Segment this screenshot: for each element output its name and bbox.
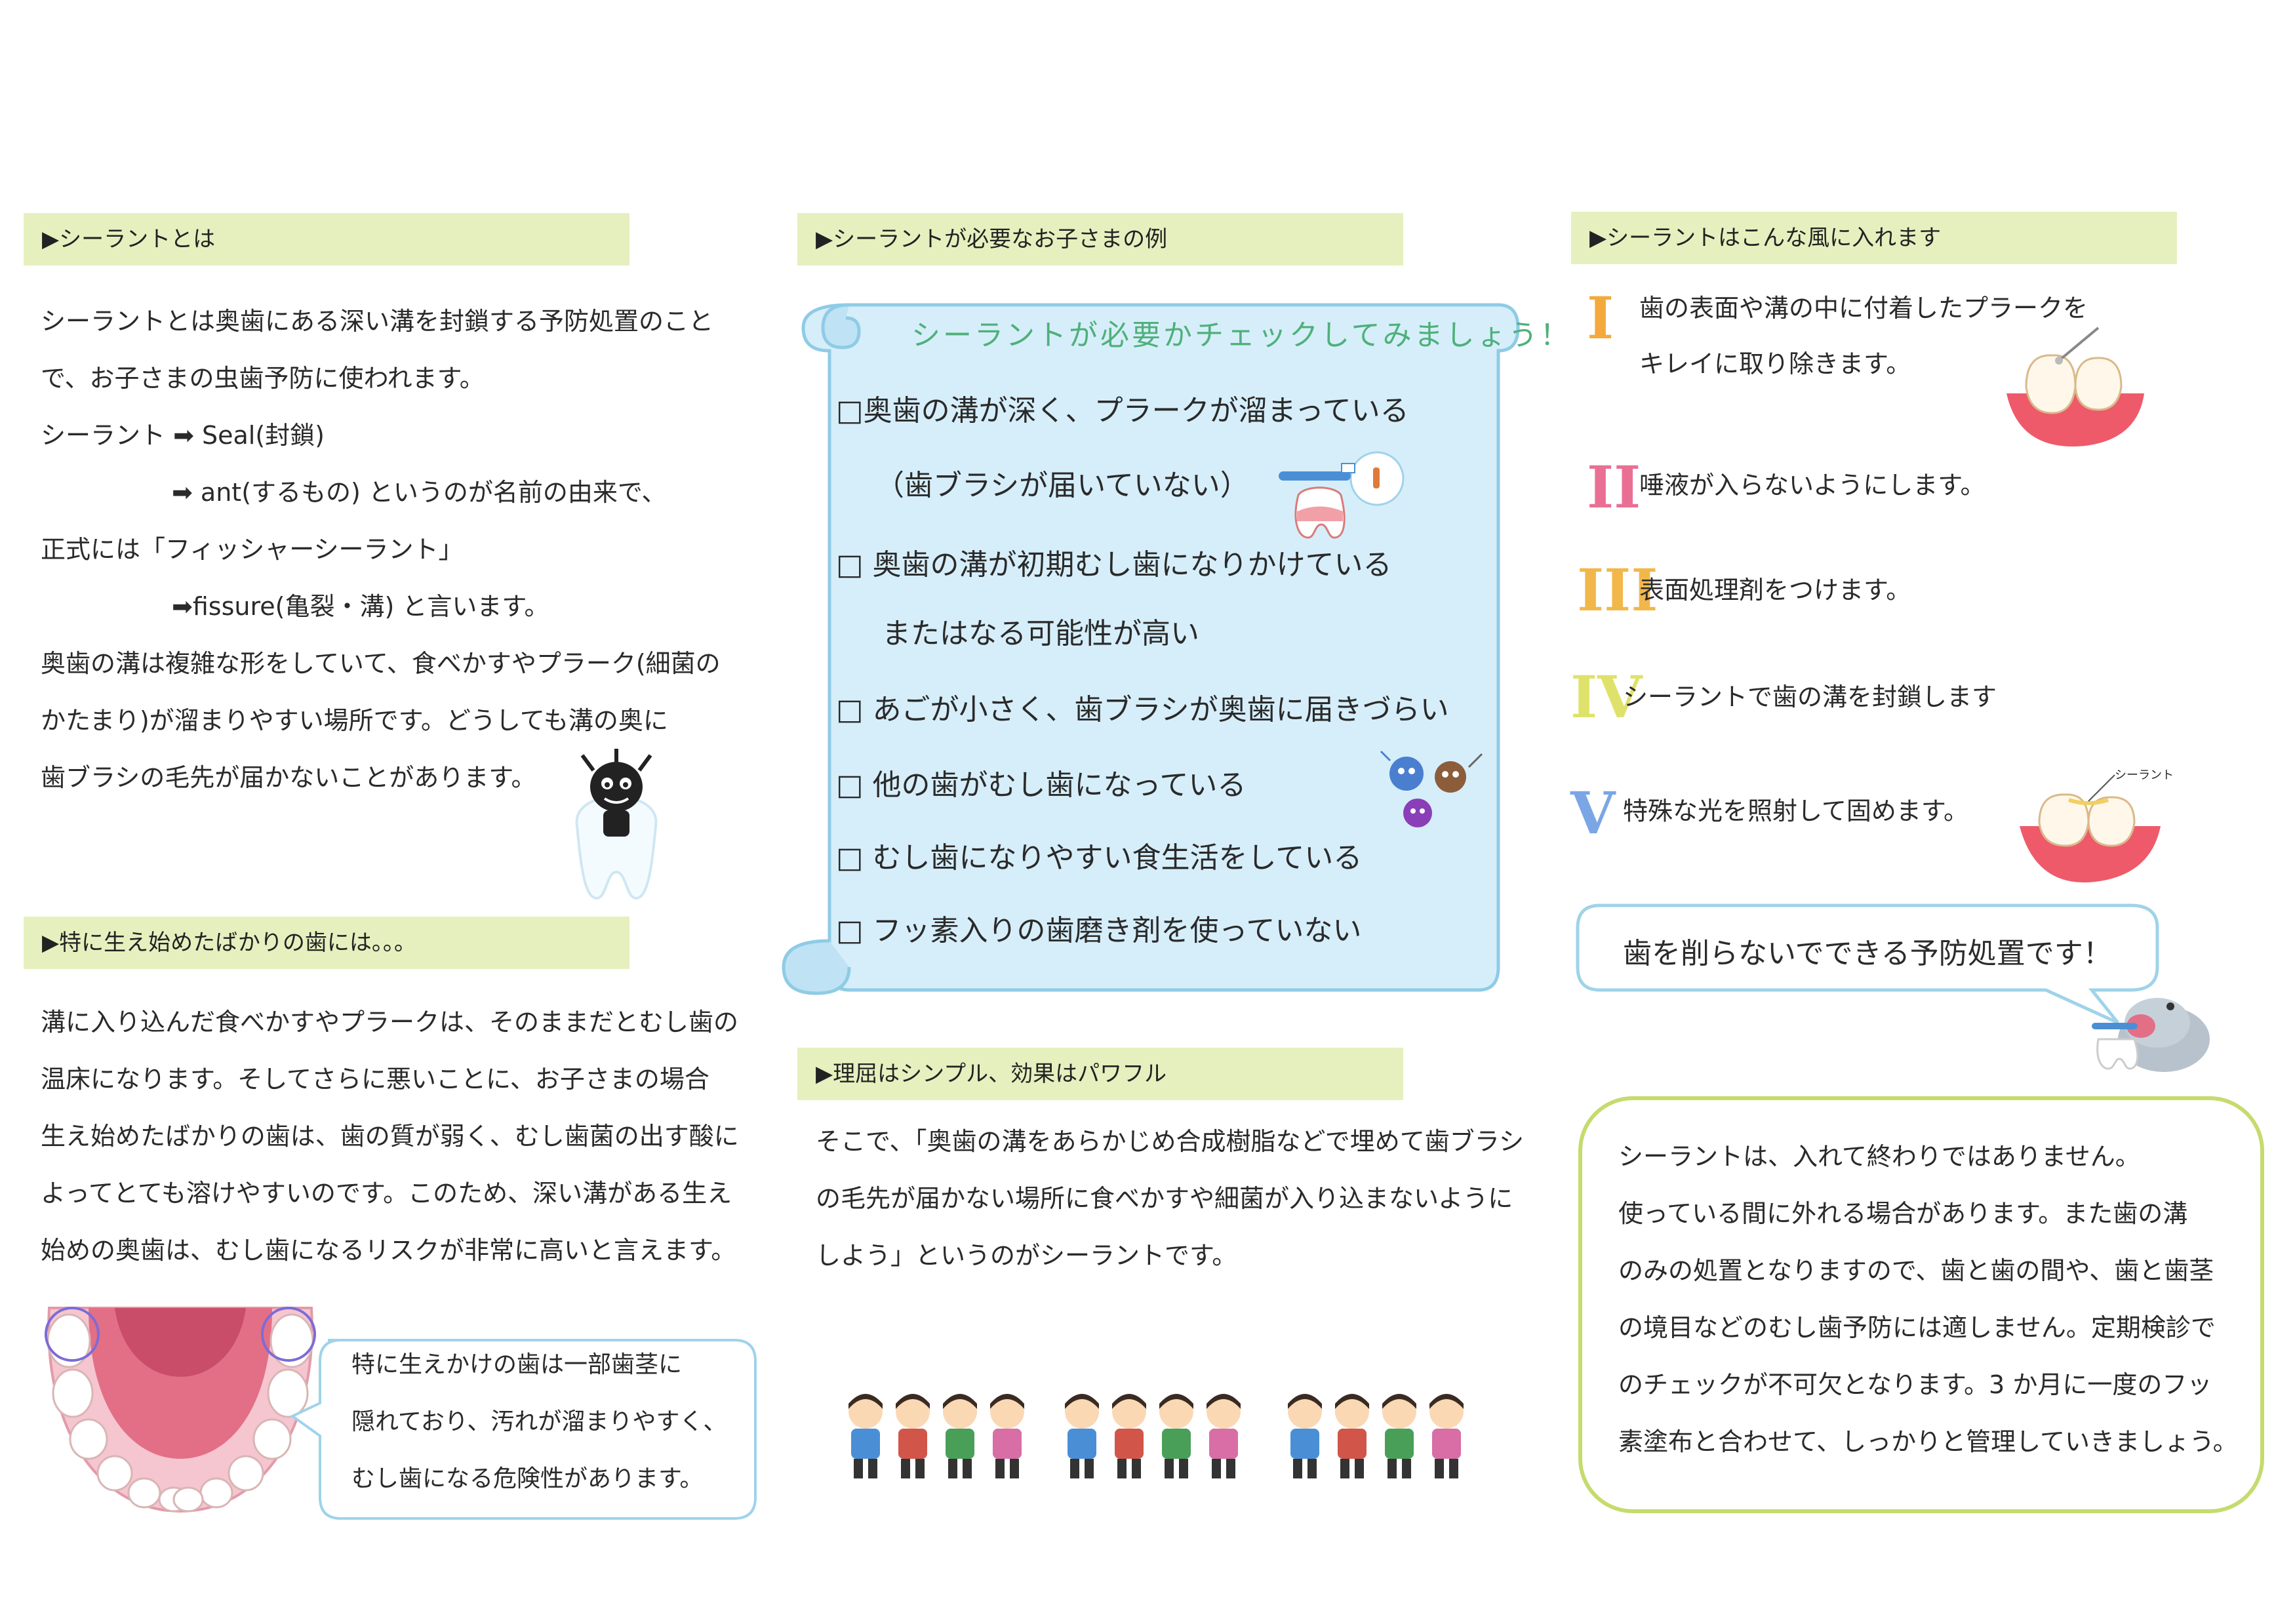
step-text: 特殊な光を照射して固めます。	[1623, 797, 1969, 825]
step-number: II	[1587, 453, 1641, 521]
step-text: 表面処理剤をつけます。	[1639, 576, 1911, 604]
text-line: 溝に入り込んだ食べかすやプラークは、そのままだとむし歯の	[41, 1008, 739, 1037]
check-item: □ あごが小さく、歯ブラシが奥歯に届きづらい	[836, 693, 1449, 726]
hippo-brushing-icon	[2092, 998, 2210, 1072]
section-title-what-is-sealant: ▶シーラントとは	[24, 213, 629, 266]
text-line: かたまり)が溜まりやすい場所です。どうしても溝の奥に	[41, 706, 668, 735]
text-line: 特に生えかけの歯は一部歯茎に	[351, 1351, 683, 1378]
check-item: □ フッ素入りの歯磨き剤を使っていない	[836, 914, 1362, 947]
step-text: キレイに取り除きます。	[1639, 349, 1911, 378]
text-line: の毛先が届かない場所に食べかすや細菌が入り込まないように	[816, 1184, 1513, 1213]
text-line: 正式には「フィッシャーシーラント」	[41, 535, 464, 564]
germ-on-tooth-icon	[575, 749, 658, 900]
sealant-label: シーラント	[2115, 768, 2174, 782]
text-line: 素塗布と合わせて、しっかりと管理していきましょう。	[1618, 1427, 2238, 1456]
check-item: □ むし歯になりやすい食生活をしている	[836, 841, 1363, 875]
text-line: そこで、「奥歯の溝をあらかじめ合成樹脂などで埋めて歯ブラシ	[816, 1127, 1524, 1156]
germs-icon	[1380, 750, 1483, 827]
check-item: □ 奥歯の溝が初期むし歯になりかけている	[836, 548, 1392, 582]
no-drilling-text: 歯を削らないでできる予防処置です！	[1623, 937, 2112, 970]
sealant-tooth-illustration	[2020, 774, 2161, 882]
section-title-new-teeth: ▶特に生え始めたばかりの歯には。。。	[24, 917, 629, 969]
step-number: III	[1577, 556, 1658, 624]
step-text: シーラントで歯の溝を封鎖します	[1623, 683, 1997, 711]
text-line: シーラントは、入れて終わりではありません。	[1618, 1142, 2140, 1171]
step-number: IV	[1570, 663, 1643, 731]
text-line: しよう」というのがシーラントです。	[816, 1241, 1237, 1270]
children-group-illustration	[848, 1394, 1464, 1478]
lower-jaw-illustration	[45, 1307, 316, 1513]
checklist-title: シーラントが必要かチェックしてみましょう！	[911, 319, 1572, 352]
check-item: □ 他の歯がむし歯になっている	[836, 768, 1247, 802]
step-text: 歯の表面や溝の中に付着したプラークを	[1639, 294, 2088, 323]
section-title-how-to-apply: ▶シーラントはこんな風に入れます	[1571, 212, 2177, 264]
check-item: （歯ブラシが届いていない）	[875, 469, 1249, 502]
text-line: のチェックが不可欠となります。3 か月に一度のフッ	[1618, 1370, 2212, 1399]
section-title-children-examples: ▶シーラントが必要なお子さまの例	[797, 213, 1403, 266]
no-drilling-speech-bubble	[1576, 903, 2159, 1025]
toothbrush-tooth-icon	[1279, 451, 1405, 539]
text-line: ➡ ant(するもの) というのが名前の由来で、	[172, 478, 667, 507]
step-number: I	[1587, 284, 1614, 352]
gum-warning-bubble	[290, 1339, 757, 1520]
text-line: 温床になります。そしてさらに悪いことに、お子さまの場合	[41, 1065, 709, 1094]
tooth-cleaning-illustration	[2006, 327, 2144, 446]
maintenance-note-box	[1578, 1096, 2264, 1513]
text-line: の境目などのむし歯予防には適しません。定期検診で	[1618, 1313, 2216, 1342]
text-line: 歯ブラシの毛先が届かないことがあります。	[41, 763, 536, 792]
step-number: V	[1570, 779, 1616, 847]
text-line: 隠れており、汚れが溜まりやすく、	[351, 1408, 727, 1435]
step-text: 唾液が入らないようにします。	[1639, 471, 1986, 500]
section-title-simple-powerful: ▶理屈はシンプル、効果はパワフル	[797, 1048, 1403, 1100]
text-line: ➡fissure(亀裂・溝) と言います。	[172, 592, 549, 621]
check-item: またはなる可能性が高い	[882, 617, 1199, 650]
text-line: シーラント ➡ Seal(封鎖)	[41, 421, 325, 450]
text-line: 使っている間に外れる場合があります。また歯の溝	[1618, 1199, 2188, 1228]
check-item: □奥歯の溝が深く、プラークが溜まっている	[836, 394, 1409, 427]
text-line: 生え始めたばかりの歯は、歯の質が弱く、むし歯菌の出す酸に	[41, 1122, 739, 1151]
text-line: よってとても溶けやすいのです。このため、深い溝がある生え	[41, 1179, 732, 1208]
text-line: 奥歯の溝は複雑な形をしていて、食べかすやプラーク(細菌の	[41, 649, 721, 678]
text-line: のみの処置となりますので、歯と歯の間や、歯と歯茎	[1618, 1256, 2214, 1285]
text-line: で、お子さまの虫歯予防に使われます。	[41, 364, 485, 393]
text-line: シーラントとは奥歯にある深い溝を封鎖する予防処置のこと	[41, 307, 714, 336]
text-line: むし歯になる危険性があります。	[351, 1465, 704, 1492]
text-line: 始めの奥歯は、むし歯になるリスクが非常に高いと言えます。	[41, 1236, 736, 1265]
